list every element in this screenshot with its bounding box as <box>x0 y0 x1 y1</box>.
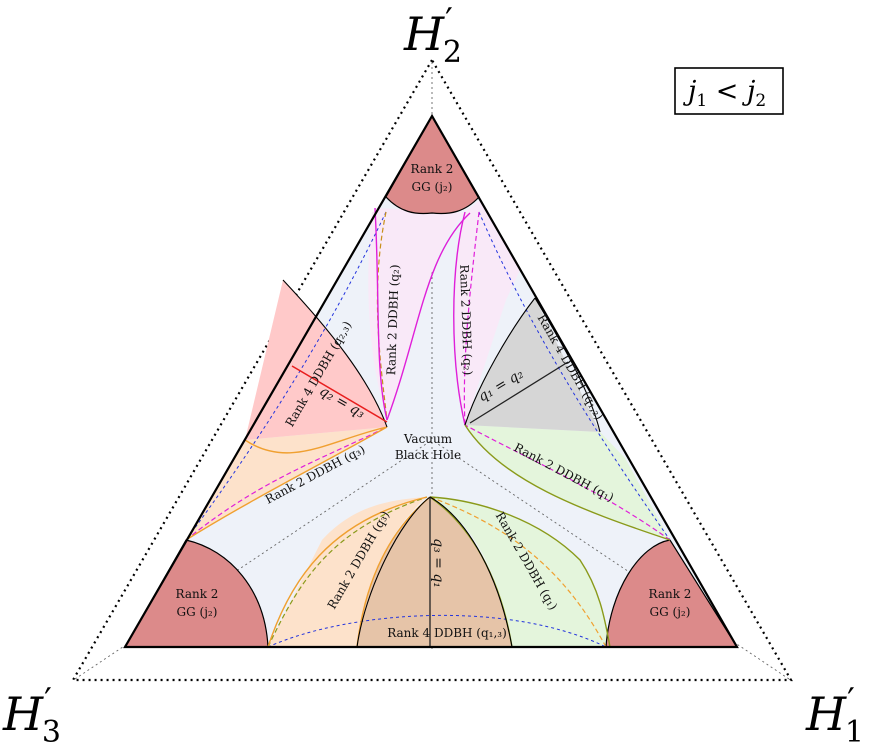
outer-dotted-triangle <box>71 57 793 682</box>
condition-box <box>674 67 784 115</box>
corner-label-top: H′2 <box>403 1 462 70</box>
region-gg-right <box>605 539 739 648</box>
region-rank4-q13 <box>357 497 512 647</box>
region-ddbh-q3-lower <box>268 497 427 647</box>
condition-text: j1 < j2 <box>683 76 766 111</box>
region-ddbh-q1-lower <box>430 497 610 647</box>
colored-dashed-curves <box>185 211 671 648</box>
label-rank4-q13: Rank 4 DDBH (q₁,₃) <box>387 626 507 640</box>
region-ddbh-q2-right-fill <box>455 200 520 425</box>
blue-dashed-curves <box>185 211 671 648</box>
line-q1-eq-q2 <box>469 361 569 424</box>
magenta-boundaries <box>374 207 471 426</box>
label-ddbh-q2-left: Rank 2 DDBH (q₂) <box>384 264 402 375</box>
label-vacuum-1: Vacuum <box>403 432 453 446</box>
region-ddbh-q2-left-fill <box>375 208 465 420</box>
region-gg-left <box>123 539 269 648</box>
line-q2-eq-q3 <box>291 365 388 423</box>
region-rank4-q12 <box>465 298 600 432</box>
region-gg-top <box>385 114 480 215</box>
region-ddbh-q1-upper <box>465 425 670 540</box>
label-gg-left-1: Rank 2 <box>176 587 219 601</box>
label-vacuum-2: Black Hole <box>395 448 461 462</box>
label-gg-right-2: GG (j₂) <box>650 605 691 619</box>
corner-label-left: H′3 <box>2 681 61 750</box>
label-gg-left-2: GG (j₂) <box>177 605 218 619</box>
label-eq-q3-q1: q₃ = q₁ <box>430 538 446 588</box>
label-ddbh-q2-right: Rank 2 DDBH (q₂) <box>457 264 475 375</box>
label-gg-top-2: GG (j₂) <box>412 180 453 194</box>
region-rank4-q23 <box>245 280 387 440</box>
label-gg-right-1: Rank 2 <box>649 587 692 601</box>
inner-triangle-outline <box>123 113 739 649</box>
inner-triangle-fill <box>125 116 737 647</box>
rank4-boundaries <box>282 279 601 648</box>
corner-label-right: H′1 <box>805 681 864 750</box>
label-gg-top-1: Rank 2 <box>411 162 454 176</box>
